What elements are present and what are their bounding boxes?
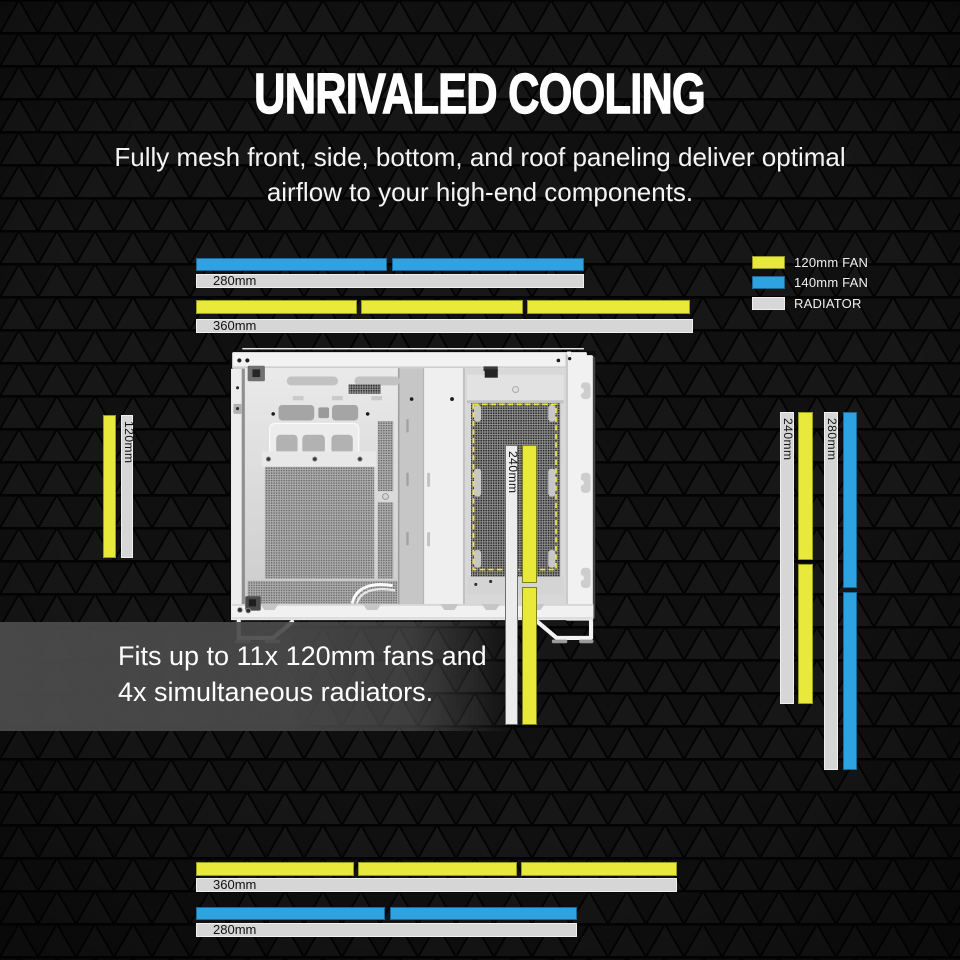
side-radiator-280mm-label: 280mm bbox=[825, 418, 839, 461]
top-radiator-360mm-label: 360mm bbox=[213, 318, 257, 333]
bottom-fan-120mm-segment bbox=[358, 862, 517, 876]
legend-label-radiator: RADIATOR bbox=[794, 295, 862, 311]
legend-row-radiator: RADIATOR bbox=[752, 295, 868, 311]
internal-radiator-240mm-label: 240mm bbox=[506, 451, 520, 494]
bottom-fan-140mm-segment bbox=[196, 907, 385, 920]
subtitle-line-2: airflow to your high-end components. bbox=[266, 177, 694, 207]
legend-swatch-radiator bbox=[752, 296, 785, 310]
callout-box: Fits up to 11x 120mm fans and 4x simulta… bbox=[0, 622, 515, 731]
side-radiator-240mm-label: 240mm bbox=[781, 418, 795, 461]
top-fan-140mm-segment bbox=[392, 258, 584, 271]
side-fan-120mm-segment bbox=[798, 564, 813, 704]
top-fan-120mm-segment bbox=[196, 300, 357, 314]
front-radiator-120mm: 120mm bbox=[121, 415, 136, 558]
bottom-radiator-280mm-label: 280mm bbox=[213, 922, 257, 937]
page-title-text: UNRIVALED COOLING bbox=[254, 62, 707, 126]
pc-case-illustration bbox=[229, 347, 596, 644]
legend-swatch-120mm-fan bbox=[752, 255, 785, 269]
top-fan-120mm-segment bbox=[361, 300, 523, 314]
internal-fan-120mm-segment bbox=[522, 587, 537, 725]
page-subtitle: Fully mesh front, side, bottom, and roof… bbox=[0, 140, 960, 210]
side-fan-140mm-segment bbox=[843, 592, 857, 770]
top-radiator-280mm: 280mm bbox=[196, 274, 584, 288]
bottom-radiator-280mm: 280mm bbox=[196, 923, 577, 937]
page-title: UNRIVALED COOLING bbox=[0, 62, 960, 126]
legend-label-140mm-fan: 140mm FAN bbox=[794, 275, 869, 290]
bottom-fan-120mm-segment bbox=[521, 862, 677, 876]
side-radiator-240mm: 240mm bbox=[780, 412, 795, 704]
top-fan-120mm-segment bbox=[527, 300, 690, 314]
callout-line-1: Fits up to 11x 120mm fans and bbox=[118, 641, 487, 671]
internal-fan-120mm-segment bbox=[522, 445, 537, 583]
front-radiator-120mm-label: 120mm bbox=[122, 421, 136, 464]
bottom-radiator-360mm: 360mm bbox=[196, 878, 677, 892]
bottom-fan-120mm-segment bbox=[196, 862, 354, 876]
legend-row-140mm-fan: 140mm FAN bbox=[752, 275, 869, 290]
side-fan-140mm-segment bbox=[843, 412, 857, 588]
callout-line-2: 4x simultaneous radiators. bbox=[118, 677, 434, 707]
legend-row-120mm-fan: 120mm FAN bbox=[752, 254, 869, 270]
side-fan-120mm-segment bbox=[798, 412, 813, 560]
subtitle-line-1: Fully mesh front, side, bottom, and roof… bbox=[114, 142, 846, 172]
legend-swatch-140mm-fan bbox=[752, 276, 785, 289]
bottom-fan-140mm-segment bbox=[390, 907, 577, 920]
internal-radiator-240mm: 240mm bbox=[505, 445, 520, 725]
front-fan-120mm-segment bbox=[103, 415, 116, 558]
legend-label-120mm-fan: 120mm FAN bbox=[794, 254, 869, 270]
top-fan-140mm-segment bbox=[196, 258, 387, 271]
top-radiator-360mm: 360mm bbox=[196, 319, 693, 333]
bottom-radiator-360mm-label: 360mm bbox=[213, 877, 257, 892]
side-radiator-280mm: 280mm bbox=[824, 412, 839, 770]
top-radiator-280mm-label: 280mm bbox=[213, 273, 257, 288]
legend: 120mm FAN 140mm FAN RADIATOR bbox=[752, 254, 869, 318]
